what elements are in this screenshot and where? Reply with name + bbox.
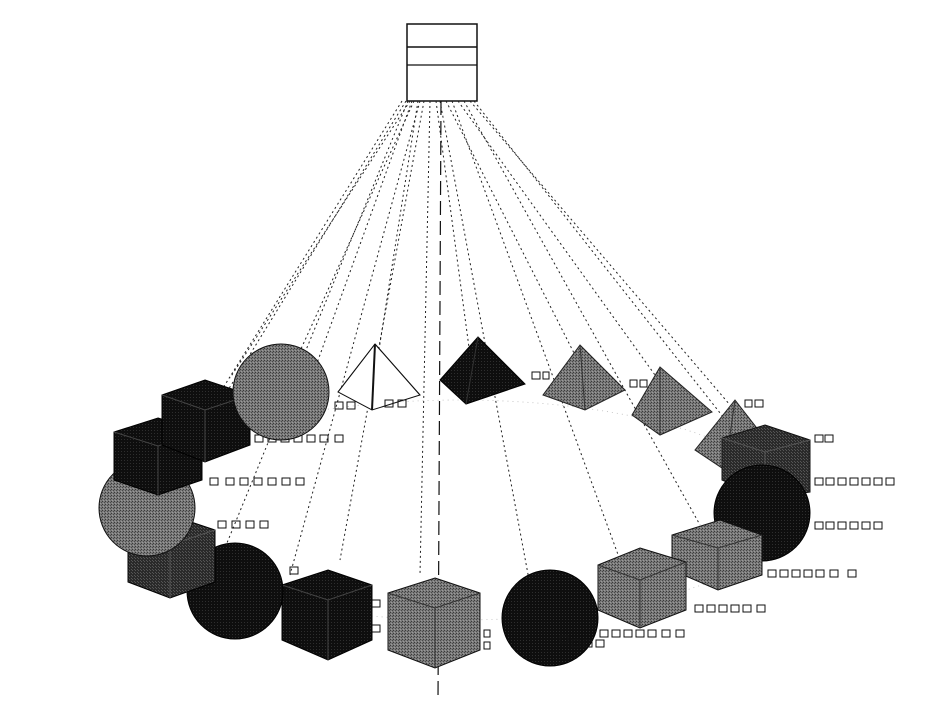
- node-pyramid-outline: [337, 343, 421, 411]
- node-pyramid-gray: [542, 344, 626, 411]
- node-label-ticks: [209, 477, 305, 486]
- node-cube-black: [281, 569, 373, 661]
- node-label-ticks: [744, 399, 764, 408]
- node-cube-gray: [597, 547, 687, 629]
- node-label-ticks: [767, 569, 857, 578]
- node-cube-gray: [387, 577, 481, 669]
- node-label-ticks: [814, 434, 895, 486]
- node-pyramid-black: [439, 336, 526, 405]
- node-label-ticks: [289, 566, 299, 575]
- node-label-ticks: [531, 371, 550, 380]
- node-label-ticks: [334, 399, 407, 410]
- node-label-ticks: [559, 635, 605, 648]
- connector-lines: [149, 100, 766, 586]
- node-cube-gray: [671, 519, 763, 591]
- node-sphere-black: [501, 569, 599, 667]
- node-pyramid-gray: [631, 366, 713, 436]
- node-label-ticks: [217, 520, 269, 529]
- node-label-ticks: [599, 604, 766, 638]
- node-label-ticks: [814, 521, 883, 530]
- node-label-ticks: [629, 379, 648, 388]
- node-sphere-gray: [232, 343, 330, 441]
- root-node-box: [406, 23, 478, 102]
